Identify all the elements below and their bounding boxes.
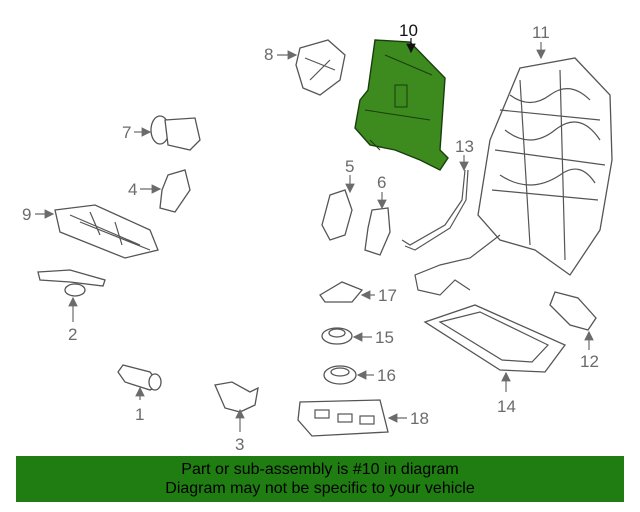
- part-5-bracket: [321, 189, 353, 241]
- callout-16: 16: [377, 366, 396, 385]
- banner-line-2: Diagram may not be specific to your vehi…: [165, 480, 475, 497]
- callout-3: 3: [235, 435, 244, 454]
- callout-4: 4: [128, 180, 137, 199]
- part-9-heater-mat: [54, 204, 159, 259]
- banner-line-1: Part or sub-assembly is #10 in diagram: [181, 461, 459, 478]
- part-18-switch-panel: [297, 399, 389, 437]
- part-1-cylinder: [117, 364, 162, 391]
- part-17-cover: [319, 281, 364, 303]
- part-15-ring: [321, 327, 353, 345]
- part-13-cable: [401, 169, 469, 251]
- part-14-tray: [423, 304, 567, 373]
- callout-14: 14: [497, 397, 516, 416]
- callout-11: 11: [532, 23, 550, 42]
- part-12-motor: [549, 291, 597, 331]
- callout-9: 9: [22, 205, 31, 224]
- callout-10: 10: [399, 21, 418, 40]
- part-16-ring: [323, 365, 357, 385]
- callout-12: 12: [580, 352, 599, 371]
- callout-7: 7: [122, 123, 131, 142]
- part-8-bracket: [295, 39, 346, 96]
- part-2-actuator: [37, 269, 106, 297]
- callout-8: 8: [264, 45, 273, 64]
- part-7-latch: [150, 115, 201, 151]
- callout-15: 15: [375, 328, 394, 347]
- info-banner: Part or sub-assembly is #10 in diagram D…: [16, 456, 624, 502]
- part-3-clip: [214, 381, 259, 413]
- part-11-seatback-frame: [477, 57, 613, 276]
- part-6-bracket: [364, 207, 391, 256]
- callout-18: 18: [410, 409, 429, 428]
- parts-diagram: 11 10 8 7 4 9 2 5: [22, 21, 613, 454]
- callout-1: 1: [135, 405, 144, 424]
- callout-6: 6: [377, 173, 386, 192]
- callout-5: 5: [345, 157, 354, 176]
- callout-13: 13: [455, 137, 474, 156]
- callout-2: 2: [68, 325, 77, 344]
- part-10-seatback-panel: [354, 39, 449, 171]
- wiring-harness: [414, 234, 501, 296]
- part-4-hinge: [159, 169, 191, 213]
- callout-17: 17: [378, 286, 397, 305]
